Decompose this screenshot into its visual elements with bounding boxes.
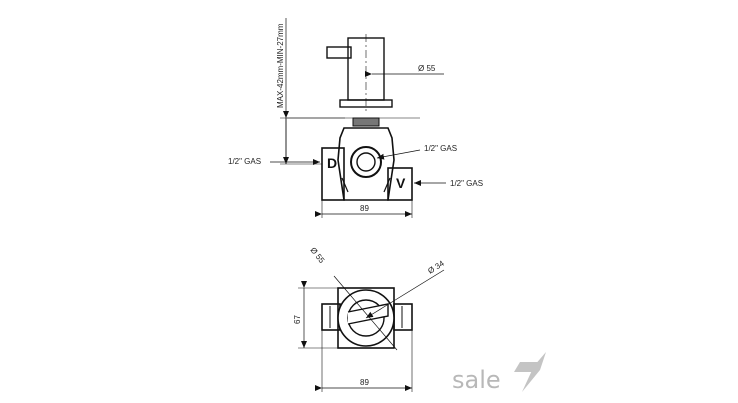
handle-lever (326, 46, 352, 59)
right-port-label: 1/2" GAS (450, 179, 483, 188)
center-port-outer (350, 146, 382, 178)
watermark-logo-icon (514, 352, 546, 392)
top-height-label: 67 (293, 315, 302, 324)
side-width-label: 89 (360, 204, 369, 213)
watermark: sale (452, 352, 546, 394)
center-port-inner (356, 152, 376, 172)
diameter-55-label-top: Ø 55 (418, 64, 436, 73)
letter-d: D (327, 155, 337, 171)
watermark-text: sale (452, 366, 501, 394)
top-width-label: 89 (360, 378, 369, 387)
top-right-port (393, 303, 413, 331)
letter-v: V (396, 175, 406, 191)
trim-plate (339, 99, 393, 108)
diameter-34-label: Ø 34 (426, 259, 446, 276)
side-view (270, 18, 446, 218)
left-port-label: 1/2" GAS (228, 157, 261, 166)
stem-nut (352, 117, 380, 127)
center-port-label: 1/2" GAS (424, 144, 457, 153)
diameter-55-label-bottom: Ø 55 (308, 246, 326, 266)
left-inlet (321, 147, 345, 201)
height-dim-label: MAX-42mm-MIN-27mm (276, 23, 285, 108)
top-view (298, 269, 445, 392)
